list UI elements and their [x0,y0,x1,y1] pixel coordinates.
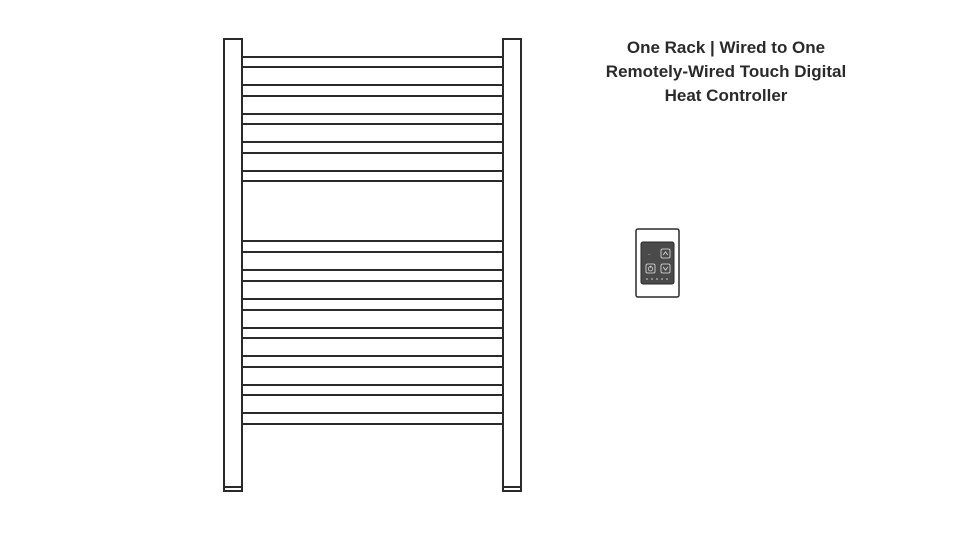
rack-bar [241,366,504,386]
power-icon [645,263,656,274]
diagram-title: One Rack | Wired to One Remotely-Wired T… [566,36,886,108]
rack-bar [241,309,504,329]
rack-bar [241,394,504,414]
rack-bar [241,251,504,271]
title-line-1: One Rack | Wired to One [626,38,826,57]
rack-bar [241,66,504,86]
touch-controller: − [635,228,680,298]
title-line-3: Heat Controller [664,86,788,105]
rack-bar [241,152,504,172]
standby-icon: − [647,252,650,257]
controller-panel [640,241,675,285]
rack-bar [241,95,504,115]
up-arrow-icon [660,248,671,259]
rack-left-post [223,38,243,492]
rack-right-post [502,38,522,492]
title-line-2: Remotely-Wired Touch Digital [605,62,847,81]
down-arrow-icon [660,263,671,274]
rack-bar [241,123,504,143]
svg-text:−: − [647,252,650,257]
rack-bar [241,337,504,357]
rack-wide-bar [241,180,504,242]
level-indicator-dots [646,278,668,280]
rack-bar [241,280,504,300]
towel-rack [223,38,522,492]
